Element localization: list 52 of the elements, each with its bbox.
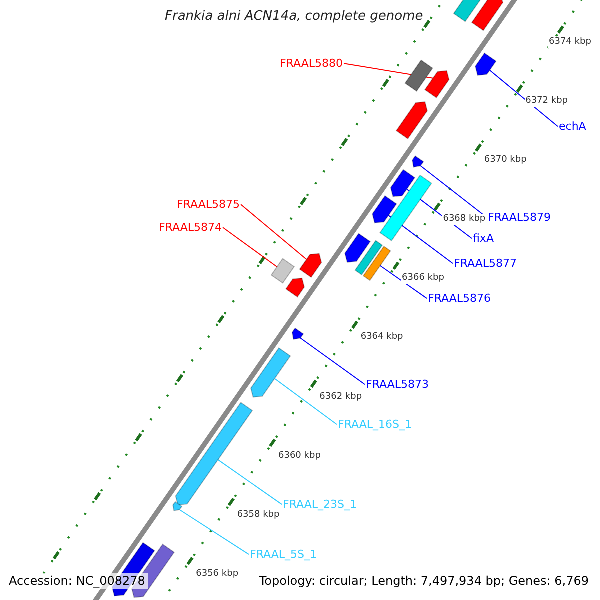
gene-feature — [372, 195, 398, 224]
gene-label: FRAAL5875 — [176, 198, 240, 212]
gene-feature — [299, 253, 322, 278]
gene-feature — [390, 169, 416, 198]
gene-label: FRAAL5879 — [488, 211, 552, 224]
leader-line — [222, 227, 278, 268]
scale-label: 6374 kbp — [548, 37, 592, 48]
gene-feature — [453, 0, 484, 22]
gene-label: FRAAL_23S_1 — [283, 498, 357, 512]
gene-label: FRAAL5877 — [454, 257, 518, 270]
gene-feature — [412, 156, 424, 168]
accession-text: Accession: NC_008278 — [6, 573, 148, 590]
scale-label: 6360 kbp — [278, 450, 322, 462]
leader-line — [218, 459, 282, 506]
gene-label: echA — [559, 120, 586, 134]
leader-line — [274, 378, 338, 426]
gene-feature — [354, 240, 384, 276]
gene-feature — [424, 70, 450, 99]
gene-label: FRAAL_16S_1 — [338, 418, 412, 432]
leader-line — [179, 509, 250, 556]
gene-label: fixA — [473, 232, 494, 246]
gene-feature — [404, 60, 434, 92]
scale-label: 6356 kbp — [195, 568, 240, 580]
gene-label: FRAAL5873 — [366, 378, 430, 392]
gene-feature — [250, 347, 292, 398]
gene-feature — [471, 0, 504, 32]
scale-label: 6358 kbp — [236, 510, 281, 520]
scale-label: 6370 kbp — [483, 155, 528, 166]
scale-label: 6366 kbp — [401, 273, 446, 284]
gene-label: FRAAL5880 — [280, 57, 343, 70]
leader-line — [300, 338, 366, 386]
gene-feature — [172, 501, 183, 512]
gene-feature — [362, 246, 392, 282]
gene-feature — [292, 328, 304, 340]
gene-label: FRAAL5874 — [158, 221, 222, 234]
gene-feature — [344, 233, 372, 263]
leader-line — [489, 70, 558, 128]
gene-feature — [270, 258, 296, 284]
gene-feature — [475, 52, 497, 76]
gene-feature — [285, 278, 306, 298]
scale-label: 6362 kbp — [318, 392, 364, 402]
map-title: Frankia alni ACN14a, complete genome — [165, 9, 424, 25]
gene-feature — [380, 174, 432, 242]
gene-feature — [175, 402, 254, 506]
gene-label: FRAAL5876 — [428, 292, 492, 306]
leader-line — [240, 204, 308, 260]
gene-feature — [396, 102, 428, 140]
gene-label: FRAAL_5S_1 — [250, 548, 317, 562]
scale-label: 6372 kbp — [524, 96, 569, 108]
scale-label: 6364 kbp — [360, 332, 404, 344]
scale-label: 6368 kbp — [442, 214, 487, 226]
leader-line — [380, 265, 428, 300]
